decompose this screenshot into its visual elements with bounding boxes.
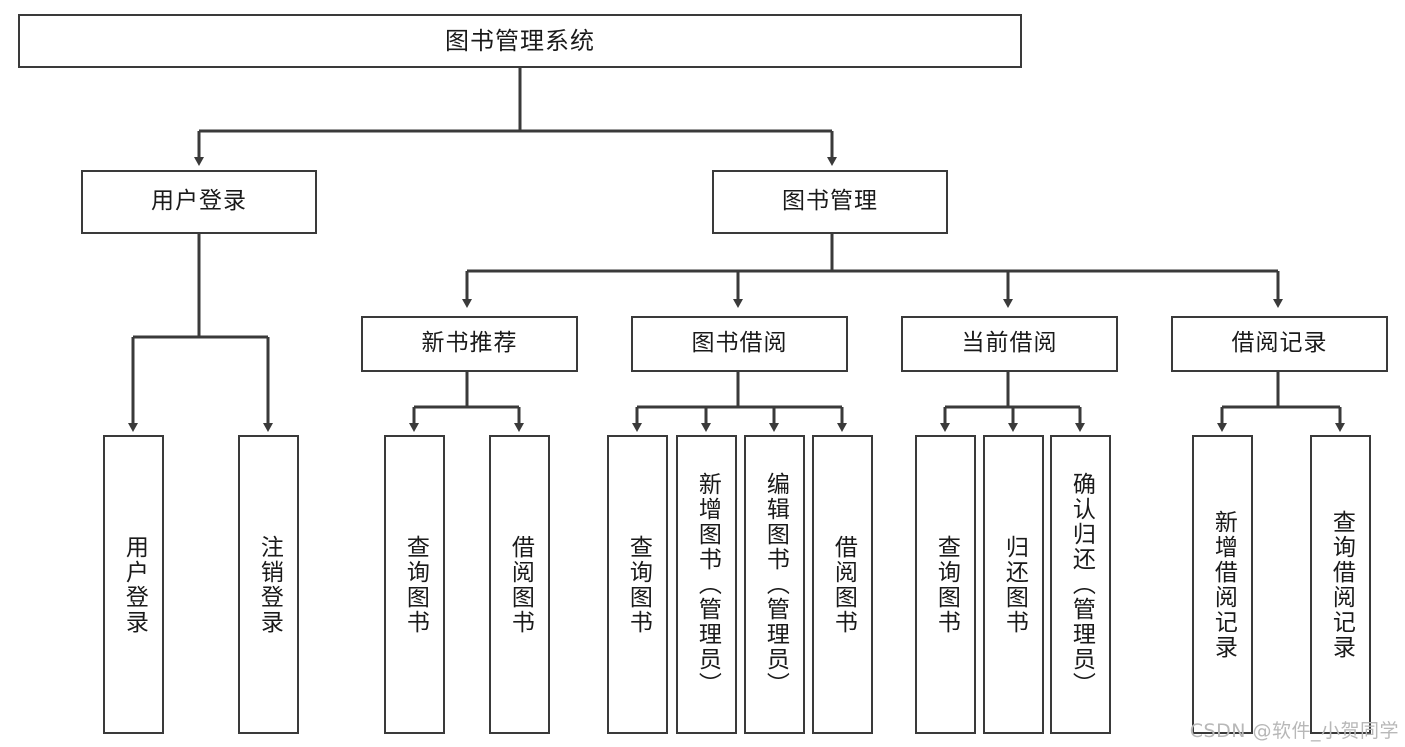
node-label: 查询图书 (402, 534, 429, 635)
node-label: 用户登录 (151, 188, 247, 215)
node-label: 新增图书（管理员） (694, 472, 721, 697)
node-label: 编辑图书（管理员） (762, 472, 789, 697)
node-leaf-logout[interactable]: 注销登录 (238, 435, 299, 734)
node-label: 查询图书 (625, 534, 652, 635)
node-leaf-query-book-current[interactable]: 查询图书 (915, 435, 976, 734)
node-leaf-user-login[interactable]: 用户登录 (103, 435, 164, 734)
node-leaf-query-book-borrow[interactable]: 查询图书 (607, 435, 668, 734)
node-leaf-query-book-recommend[interactable]: 查询图书 (384, 435, 445, 734)
node-label: 新书推荐 (421, 330, 518, 357)
node-label: 图书管理 (782, 188, 878, 215)
node-label: 查询图书 (933, 534, 960, 635)
node-leaf-confirm-return-admin[interactable]: 确认归还（管理员） (1050, 435, 1111, 734)
node-book-management[interactable]: 图书管理 (712, 170, 948, 234)
watermark-text: CSDN @软件_小贺同学 (1189, 720, 1399, 742)
node-leaf-borrow-book-recommend[interactable]: 借阅图书 (489, 435, 550, 734)
node-label: 借阅图书 (830, 534, 857, 635)
node-leaf-edit-book-admin[interactable]: 编辑图书（管理员） (744, 435, 805, 734)
node-user-login[interactable]: 用户登录 (81, 170, 317, 234)
node-leaf-query-borrow-record[interactable]: 查询借阅记录 (1310, 435, 1371, 734)
node-label: 新增借阅记录 (1210, 509, 1237, 660)
node-borrow-record[interactable]: 借阅记录 (1171, 316, 1388, 372)
node-leaf-return-book[interactable]: 归还图书 (983, 435, 1044, 734)
node-label: 借阅记录 (1231, 330, 1328, 357)
node-current-borrow[interactable]: 当前借阅 (901, 316, 1118, 372)
node-label: 注销登录 (256, 534, 283, 635)
node-label: 归还图书 (1001, 534, 1028, 635)
node-label: 当前借阅 (961, 330, 1058, 357)
node-label: 查询借阅记录 (1328, 509, 1355, 660)
node-label: 确认归还（管理员） (1068, 472, 1095, 697)
node-label: 图书借阅 (691, 330, 788, 357)
node-label: 用户登录 (121, 534, 148, 635)
node-leaf-add-borrow-record[interactable]: 新增借阅记录 (1192, 435, 1253, 734)
node-root-book-management-system[interactable]: 图书管理系统 (18, 14, 1022, 68)
node-label: 借阅图书 (507, 534, 534, 635)
node-new-book-recommend[interactable]: 新书推荐 (361, 316, 578, 372)
node-label: 图书管理系统 (445, 26, 595, 55)
node-leaf-add-book-admin[interactable]: 新增图书（管理员） (676, 435, 737, 734)
node-leaf-borrow-book[interactable]: 借阅图书 (812, 435, 873, 734)
node-book-borrow[interactable]: 图书借阅 (631, 316, 848, 372)
